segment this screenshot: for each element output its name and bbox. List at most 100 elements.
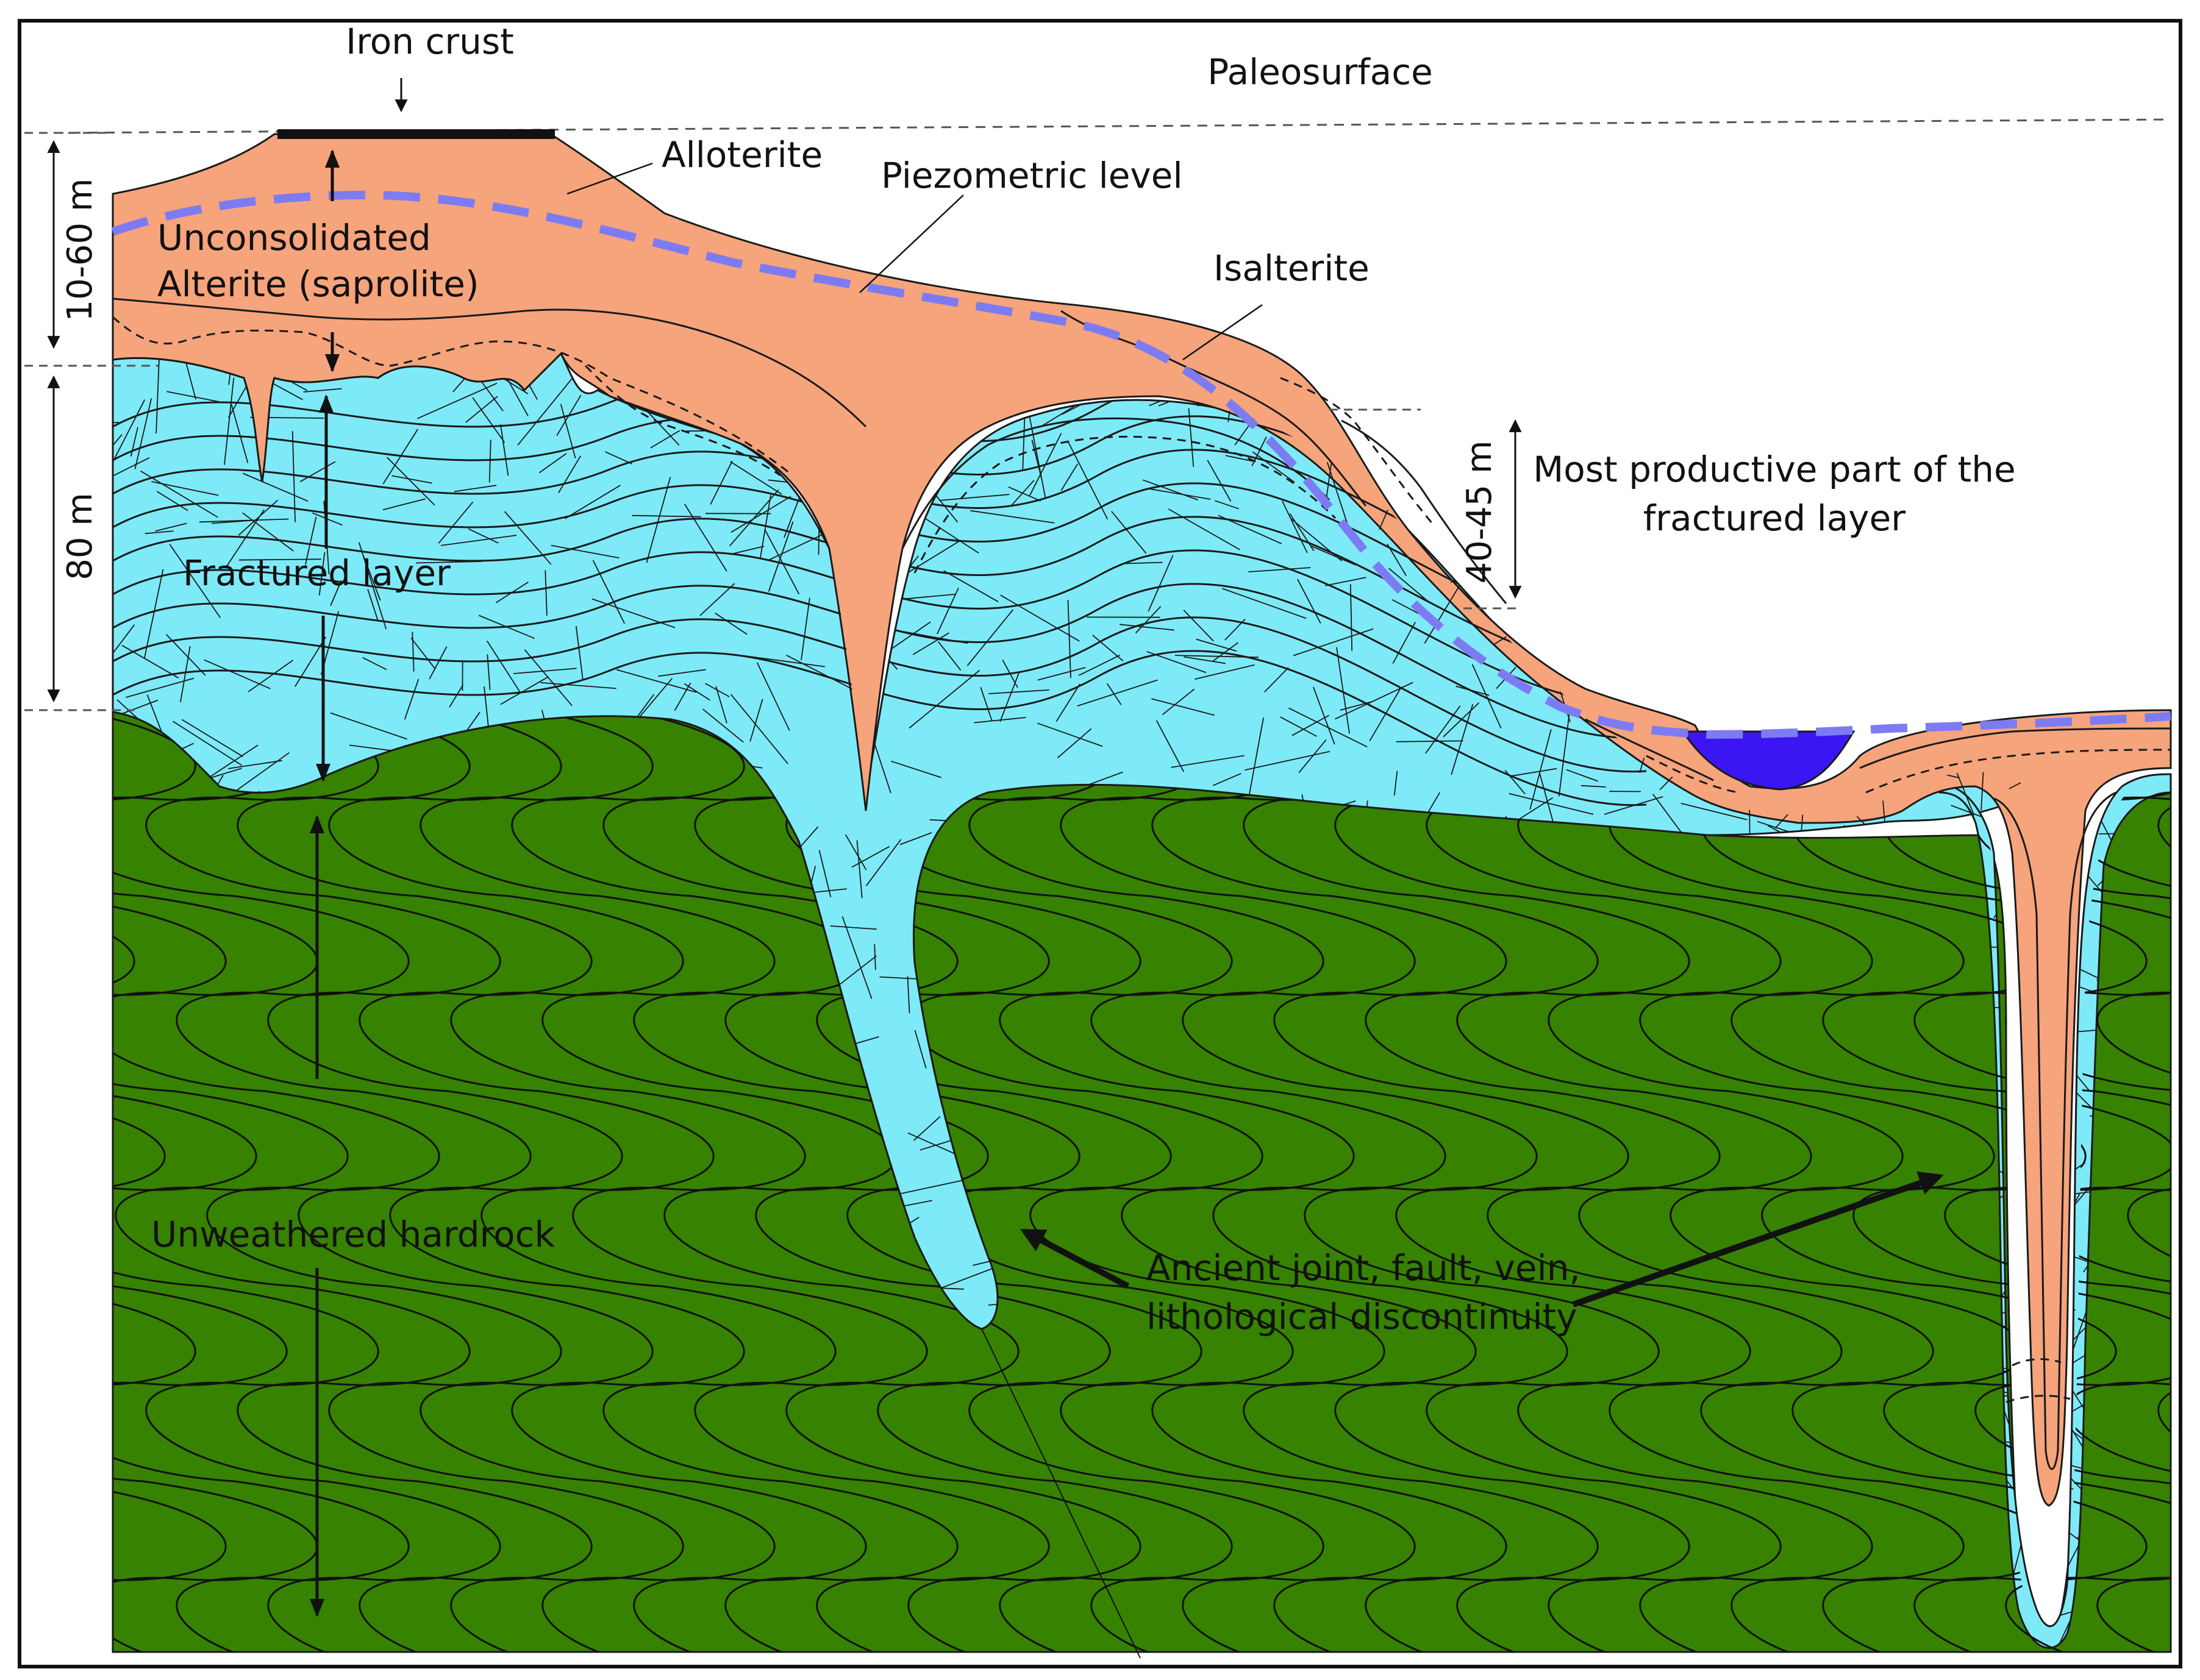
fracture-stroke bbox=[502, 371, 529, 416]
fracture-stroke bbox=[851, 845, 890, 868]
fracture-stroke bbox=[899, 832, 932, 845]
fracture-stroke bbox=[391, 475, 432, 484]
piezometric-level-label: Piezometric level bbox=[881, 155, 1183, 196]
fracture-stroke bbox=[382, 498, 426, 511]
foliation-fold-line bbox=[1060, 712, 1782, 1652]
fracture-stroke bbox=[134, 398, 152, 469]
fracture-stroke bbox=[980, 687, 993, 721]
unweathered-hardrock-label: Unweathered hardrock bbox=[151, 1214, 555, 1255]
fracture-stroke bbox=[156, 491, 188, 511]
fracture-stroke bbox=[921, 516, 979, 554]
iron-crust-label: Iron crust bbox=[346, 21, 514, 62]
fracture-stroke bbox=[1387, 544, 1407, 576]
fracture-stroke bbox=[715, 686, 727, 724]
fracture-stroke bbox=[1124, 561, 1163, 564]
foliation-fold-line bbox=[1517, 712, 2171, 1652]
paleosurface-label: Paleosurface bbox=[1207, 51, 1433, 93]
fracture-stroke bbox=[907, 1132, 959, 1156]
fracture-stroke bbox=[1212, 773, 1241, 786]
fracture-stroke bbox=[238, 558, 321, 561]
foliation-fold-line bbox=[1609, 712, 2171, 1652]
fracture-stroke bbox=[940, 494, 1010, 501]
fracture-stroke bbox=[1149, 488, 1211, 500]
alloterite-label: Alloterite bbox=[662, 134, 823, 176]
fracture-stroke bbox=[1188, 408, 1195, 468]
fracture-stroke bbox=[291, 431, 296, 522]
fracture-stroke bbox=[1055, 683, 1080, 722]
fracture-stroke bbox=[517, 376, 575, 446]
fracture-stroke bbox=[914, 1030, 927, 1069]
fracture-stroke bbox=[524, 649, 573, 707]
fracture-stroke bbox=[1392, 621, 1416, 664]
fracture-stroke bbox=[551, 544, 620, 559]
fracture-stroke bbox=[318, 552, 326, 596]
fracture-stroke bbox=[180, 646, 191, 703]
fracture-stroke bbox=[1225, 455, 1254, 462]
fracture-stroke bbox=[841, 916, 873, 999]
fracture-stroke bbox=[1092, 635, 1124, 661]
fracture-stroke bbox=[756, 662, 790, 731]
fracture-stroke bbox=[865, 839, 902, 886]
fracture-stroke bbox=[242, 512, 294, 552]
fracture-stroke bbox=[1037, 667, 1086, 681]
fracture-stroke bbox=[500, 424, 509, 476]
fracture-stroke bbox=[1162, 688, 1195, 716]
fracture-stroke bbox=[710, 460, 733, 505]
fracture-stroke bbox=[500, 676, 549, 705]
fracture-stroke bbox=[1184, 656, 1226, 664]
fracture-stroke bbox=[912, 632, 949, 655]
fracture-stroke bbox=[1393, 771, 1398, 796]
fracture-stroke bbox=[646, 477, 671, 563]
fracture-stroke bbox=[1031, 440, 1042, 479]
foliation-fold-line bbox=[511, 712, 1233, 1652]
fracture-stroke bbox=[1168, 508, 1240, 550]
fracture-stroke bbox=[845, 834, 867, 870]
most-productive-label-line1: Most productive part of the bbox=[1533, 449, 2015, 490]
fracture-stroke bbox=[658, 669, 706, 677]
fracture-stroke bbox=[1471, 664, 1502, 728]
foliation-fold-line bbox=[113, 712, 410, 1652]
fracture-stroke bbox=[852, 1036, 879, 1045]
fracture-stroke bbox=[1057, 728, 1092, 758]
foliation-fold-line bbox=[1243, 712, 1965, 1652]
discontinuity-label-line1: Ancient joint, fault, vein, bbox=[1146, 1247, 1580, 1289]
fracture-stroke bbox=[730, 694, 788, 764]
fracture-stroke bbox=[144, 569, 164, 658]
fracture-stroke bbox=[1248, 567, 1311, 572]
fracture-stroke bbox=[715, 612, 748, 635]
paleosurface-line bbox=[53, 118, 2171, 134]
fracture-stroke bbox=[538, 453, 567, 474]
fracture-stroke bbox=[1246, 717, 1264, 806]
fracture-stroke bbox=[468, 528, 499, 544]
alterite-thickness-label: 10-60 m bbox=[60, 178, 100, 321]
foliation-fold-line bbox=[1151, 712, 1873, 1652]
foliation-fold-line bbox=[328, 712, 1050, 1652]
fracture-stroke bbox=[616, 669, 697, 693]
fracture-stroke bbox=[732, 546, 765, 555]
fracture-stroke bbox=[181, 719, 243, 757]
fracture-stroke bbox=[558, 455, 582, 494]
fracture-stroke bbox=[1512, 767, 1557, 777]
fracture-stroke bbox=[684, 504, 727, 572]
fracture-stroke bbox=[605, 451, 633, 464]
foliation-fold-line bbox=[113, 712, 776, 1652]
fracture-stroke bbox=[224, 377, 235, 465]
fracture-stroke bbox=[729, 489, 779, 547]
fracture-stroke bbox=[1581, 785, 1606, 788]
fracture-stroke bbox=[234, 752, 290, 792]
foliation-fold-line bbox=[237, 712, 959, 1652]
fracture-stroke bbox=[1207, 460, 1232, 502]
foliation-fold-line bbox=[1883, 712, 2171, 1652]
fracture-stroke bbox=[1451, 704, 1474, 775]
alterite-right-tongue bbox=[1993, 791, 2116, 1470]
isalterite-label: Isalterite bbox=[1213, 247, 1370, 289]
fracture-stroke bbox=[592, 560, 626, 624]
fracture-stroke bbox=[1980, 770, 1984, 811]
fracture-stroke bbox=[113, 399, 146, 475]
fracture-stroke bbox=[1195, 664, 1255, 680]
fracture-stroke bbox=[305, 516, 317, 565]
fracture-stroke bbox=[1336, 647, 1350, 734]
fracture-stroke bbox=[1028, 413, 1046, 498]
fracture-stroke bbox=[856, 840, 863, 899]
fracture-stroke bbox=[1388, 568, 1429, 602]
